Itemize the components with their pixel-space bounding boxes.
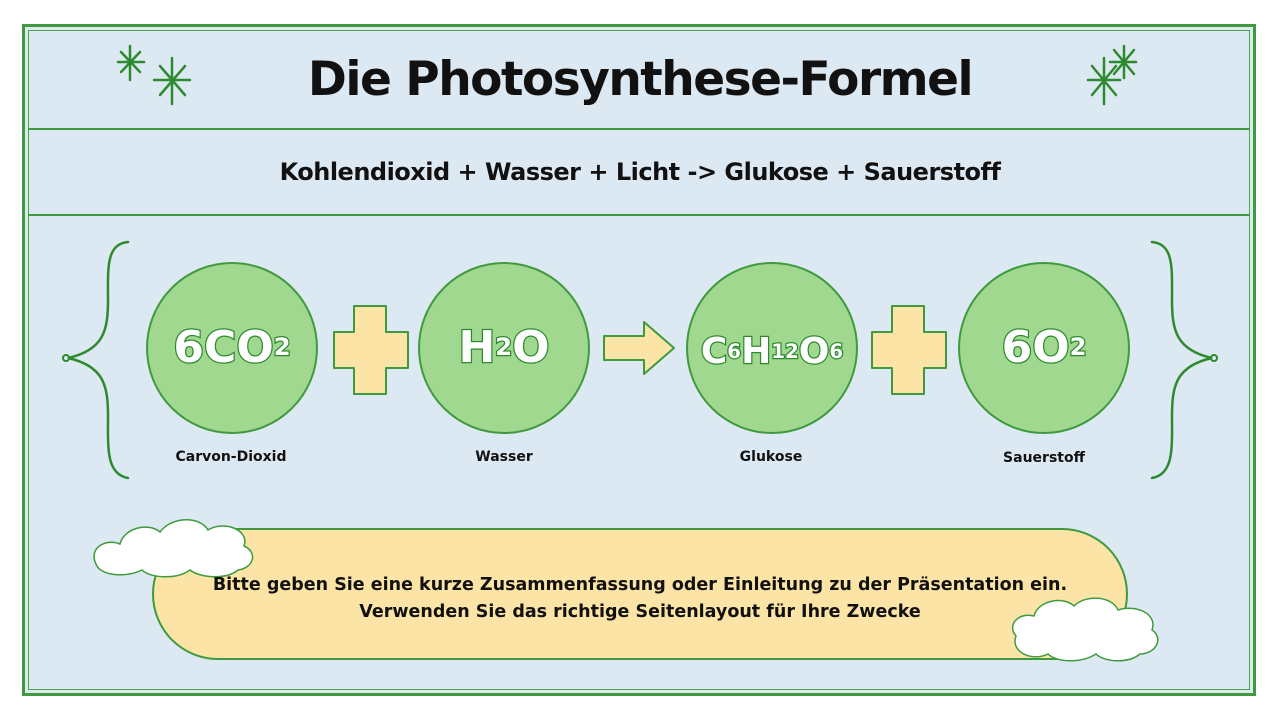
summary-line-2: Verwenden Sie das richtige Seitenlayout … [359, 602, 921, 622]
sparkle-icon [152, 56, 192, 106]
cloud-icon [1011, 597, 1159, 662]
molecule-circle-glucose [686, 262, 858, 434]
label-glucose: Glukose [739, 449, 803, 465]
page-title: Die Photosynthese-Formel [307, 52, 974, 107]
label-co2: Carvon-Dioxid [175, 449, 287, 465]
summary-box [152, 528, 1128, 660]
label-water: Wasser [475, 449, 533, 465]
arrow-right-icon [603, 321, 675, 375]
page-subtitle: Kohlendioxid + Wasser + Licht -> Glukose… [279, 158, 1001, 186]
molecule-circle-o2 [958, 262, 1130, 434]
sparkle-icon [116, 44, 146, 82]
plus-icon [333, 305, 409, 395]
cloud-icon [93, 519, 254, 578]
title-divider [28, 128, 1250, 130]
summary-text: Bitte geben Sie eine kurze Zusammenfassu… [152, 572, 1128, 626]
label-oxygen: Sauerstoff [1003, 450, 1085, 466]
summary-line-1: Bitte geben Sie eine kurze Zusammenfassu… [212, 575, 1068, 595]
subtitle-divider [28, 214, 1250, 216]
sparkle-icon [1108, 44, 1138, 80]
molecule-circle-co2 [146, 262, 318, 434]
plus-icon [871, 305, 947, 395]
molecule-circle-h2o [418, 262, 590, 434]
sparkle-icon [1086, 56, 1122, 106]
